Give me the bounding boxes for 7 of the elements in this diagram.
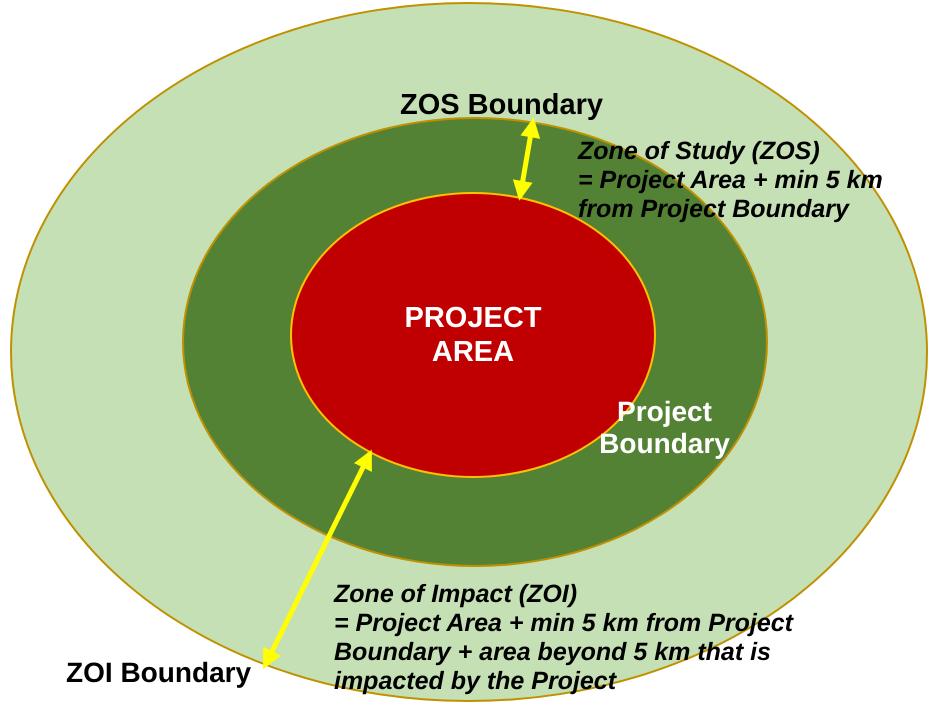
- zone-heading: Zone of Impact (ZOI): [334, 580, 578, 609]
- double-arrow: [512, 118, 540, 201]
- zone-heading: Zone of Study (ZOS): [578, 137, 820, 166]
- boundary-label: ZOS Boundary: [400, 88, 604, 123]
- double-arrow: [262, 450, 372, 670]
- boundary-label: ZOI Boundary: [66, 656, 252, 690]
- area-label: PROJECT AREA: [404, 301, 542, 369]
